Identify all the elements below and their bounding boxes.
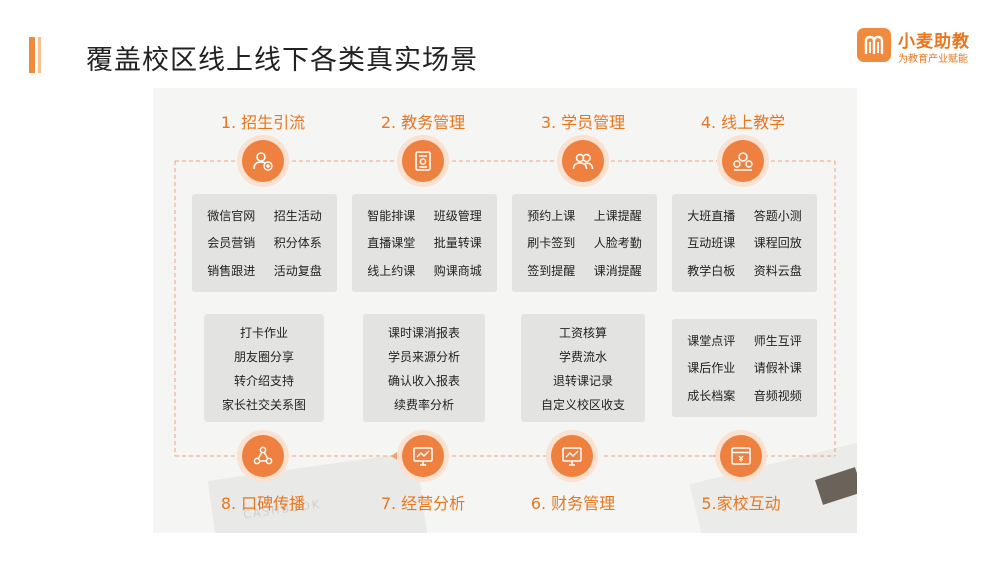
feature-item[interactable]: 签到提醒 [527, 263, 576, 278]
step-icon-student[interactable] [562, 140, 604, 182]
feature-item[interactable]: 销售跟进 [207, 263, 256, 278]
feature-item[interactable]: 课消提醒 [593, 263, 642, 278]
feature-item[interactable]: 确认收入报表 [387, 373, 460, 388]
step-label-home-school: 5.家校互动 [701, 494, 781, 513]
step-icon-home-school[interactable] [720, 435, 762, 477]
feature-item[interactable]: 批量转课 [433, 236, 482, 251]
feature-item[interactable]: 朋友圈分享 [233, 349, 294, 364]
feature-item[interactable]: 资料云盘 [753, 263, 802, 278]
feature-item[interactable]: 续费率分析 [393, 397, 454, 412]
feature-card-word-of-mouth: 打卡作业 朋友圈分享 转介绍支持 家长社交关系图 [204, 314, 324, 422]
feature-item[interactable]: 班级管理 [433, 209, 482, 224]
feature-item[interactable]: 课后作业 [687, 361, 736, 376]
page-title: 覆盖校区线上线下各类真实场景 [86, 45, 478, 76]
feature-item[interactable]: 转介绍支持 [233, 373, 294, 388]
feature-item[interactable]: 预约上课 [527, 209, 576, 224]
feature-item[interactable]: 直播课堂 [367, 236, 416, 251]
step-label-online-teaching: 4. 线上教学 [700, 113, 786, 132]
step-label-business-analysis: 7. 经营分析 [380, 494, 466, 513]
flow-connector-lines [174, 157, 836, 460]
browser-icon [731, 447, 751, 465]
feature-card-online-teaching: 大班直播 答题小测 互动班课 课程回放 教学白板 资料云盘 [672, 194, 817, 292]
feature-item[interactable]: 学员来源分析 [387, 349, 460, 364]
logo-icon [857, 28, 891, 62]
feature-card-recruit: 微信官网 招生活动 会员营销 积分体系 销售跟进 活动复盘 [192, 194, 337, 292]
monitor-chart-icon [562, 447, 582, 466]
step-icon-word-of-mouth[interactable] [242, 435, 284, 477]
title-accent-bar [29, 37, 35, 73]
feature-item[interactable]: 人脸考勤 [593, 236, 642, 251]
feature-item[interactable]: 招生活动 [273, 209, 322, 224]
feature-item[interactable]: 会员营销 [207, 236, 256, 251]
feature-item[interactable]: 大班直播 [687, 209, 736, 224]
brand-slogan: 为教育产业赋能 [898, 54, 968, 65]
feature-item[interactable]: 自定义校区收支 [540, 397, 625, 412]
step-label-word-of-mouth: 8. 口碑传播 [220, 494, 306, 513]
step-label-student: 3. 学员管理 [540, 113, 626, 132]
scenario-panel: CASHBOOK 1. 招生引流 2. 教务管理 3. 学员 [153, 88, 857, 533]
step-label-recruit: 1. 招生引流 [220, 113, 306, 132]
brand-name: 小麦助教 [898, 32, 970, 52]
step-icon-finance[interactable] [551, 435, 593, 477]
feature-item[interactable]: 教学白板 [687, 263, 736, 278]
users-icon [572, 153, 594, 170]
feature-item[interactable]: 刷卡签到 [527, 236, 576, 251]
feature-item[interactable]: 课程回放 [753, 236, 802, 251]
feature-item[interactable]: 工资核算 [558, 325, 607, 340]
feature-item[interactable]: 线上约课 [367, 263, 416, 278]
feature-item[interactable]: 家长社交关系图 [221, 397, 306, 412]
step-label-academic: 2. 教务管理 [380, 113, 466, 132]
feature-item[interactable]: 互动班课 [687, 236, 736, 251]
feature-item[interactable]: 学费流水 [558, 349, 607, 364]
share-icon [253, 446, 273, 465]
feature-item[interactable]: 积分体系 [273, 236, 322, 251]
feature-item[interactable]: 上课提醒 [593, 209, 642, 224]
step-icon-recruit[interactable] [242, 140, 284, 182]
group-icon [733, 152, 753, 171]
document-icon [415, 151, 431, 171]
feature-item[interactable]: 答题小测 [753, 209, 802, 224]
feature-card-academic: 智能排课 班级管理 直播课堂 批量转课 线上约课 购课商城 [352, 194, 497, 292]
feature-item[interactable]: 活动复盘 [273, 263, 322, 278]
feature-item[interactable]: 购课商城 [433, 263, 482, 278]
user-add-icon [253, 152, 273, 171]
feature-item[interactable]: 课堂点评 [687, 334, 736, 349]
feature-item[interactable]: 打卡作业 [239, 325, 288, 340]
monitor-chart-icon [413, 447, 433, 466]
feature-item[interactable]: 智能排课 [367, 209, 416, 224]
feature-item[interactable]: 退转课记录 [552, 373, 613, 388]
step-label-finance: 6. 财务管理 [530, 494, 616, 513]
feature-item[interactable]: 课时课消报表 [387, 325, 460, 340]
feature-item[interactable]: 微信官网 [207, 209, 256, 224]
feature-card-business-analysis: 课时课消报表 学员来源分析 确认收入报表 续费率分析 [363, 314, 485, 422]
step-icon-business-analysis[interactable] [402, 435, 444, 477]
feature-card-student: 预约上课 上课提醒 刷卡签到 人脸考勤 签到提醒 课消提醒 [512, 194, 657, 292]
feature-item[interactable]: 音频视频 [753, 388, 802, 403]
feature-card-home-school: 课堂点评 师生互评 课后作业 请假补课 成长档案 音频视频 [672, 319, 817, 417]
feature-item[interactable]: 请假补课 [753, 361, 802, 376]
step-icon-academic[interactable] [402, 140, 444, 182]
feature-item[interactable]: 成长档案 [687, 388, 736, 403]
step-icon-online-teaching[interactable] [722, 140, 764, 182]
feature-card-finance: 工资核算 学费流水 退转课记录 自定义校区收支 [521, 314, 645, 422]
feature-item[interactable]: 师生互评 [753, 334, 802, 349]
title-accent-bar-light [38, 37, 41, 73]
